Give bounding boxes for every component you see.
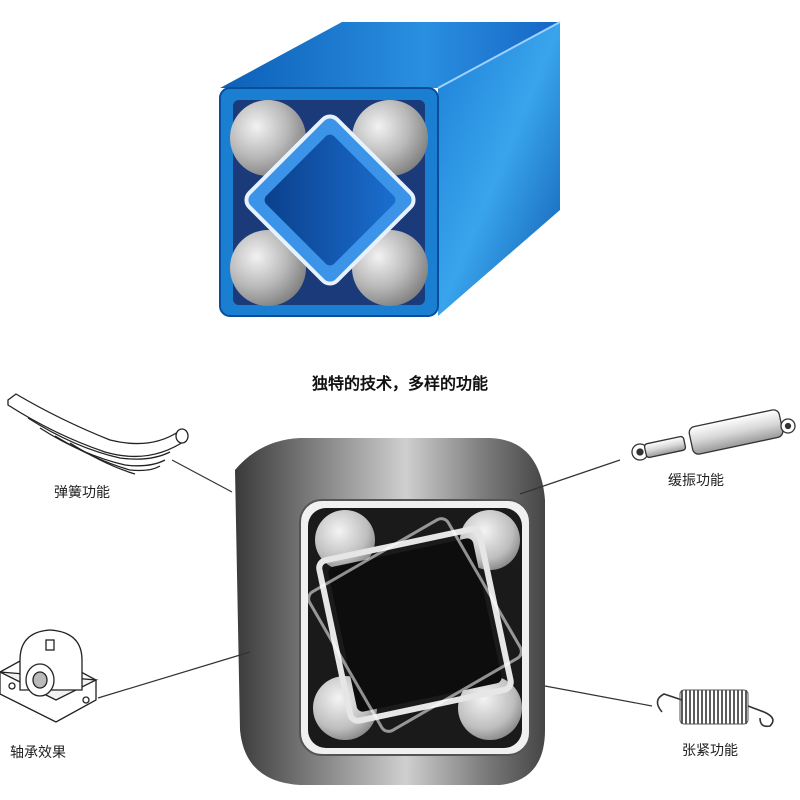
headline: 独特的技术，多样的功能 (311, 374, 488, 393)
inner-square-tube (244, 114, 416, 286)
caption-tension-function: 张紧功能 (682, 743, 738, 759)
rubber-rod (230, 230, 306, 306)
caption-spring-function: 弹簧功能 (54, 485, 110, 501)
leader-line-spring (171, 459, 233, 493)
blue-housing-illustration (219, 21, 561, 317)
leader-line-tension (544, 685, 653, 707)
leaf-spring-icon (7, 393, 189, 475)
pillow-block-bearing-icon (0, 629, 99, 723)
leader-line-bearing (97, 651, 251, 699)
caption-damping-function: 缓振功能 (668, 473, 724, 489)
shock-absorber-icon (631, 409, 796, 461)
extension-spring-icon (656, 689, 774, 728)
housing-top-face (220, 22, 560, 88)
steel-tube (235, 438, 545, 785)
caption-bearing-effect: 轴承效果 (10, 745, 66, 761)
leader-line-damping (519, 459, 621, 495)
housing-side-face (438, 22, 560, 316)
